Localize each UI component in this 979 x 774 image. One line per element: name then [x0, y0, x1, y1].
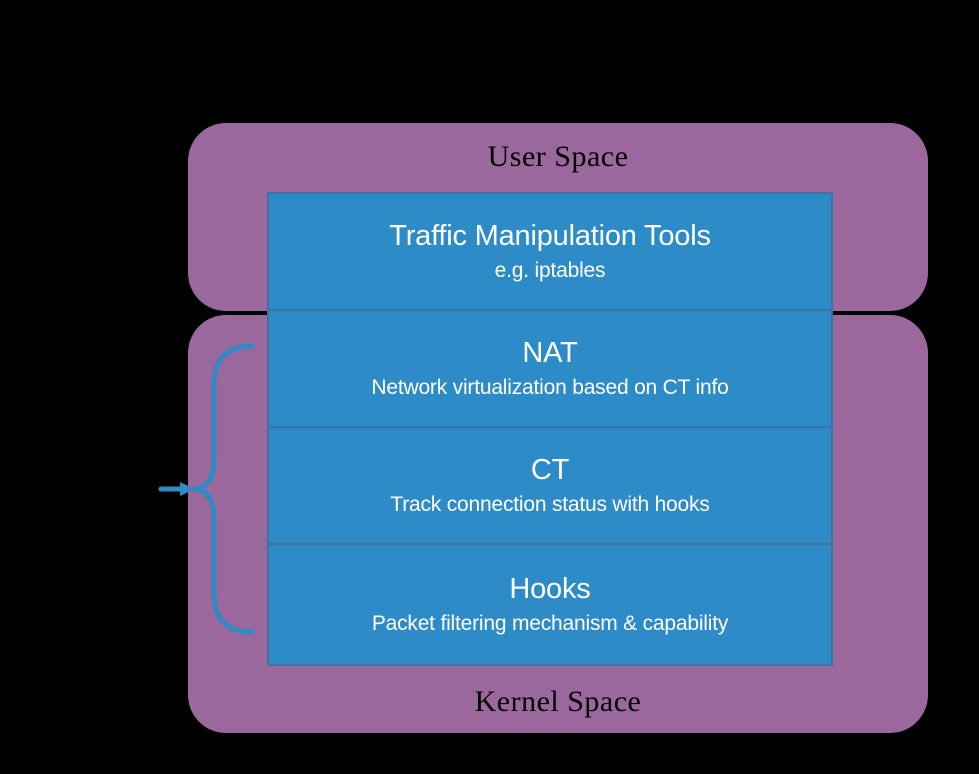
nat-subtitle: Network virtualization based on CT info [371, 376, 729, 399]
nat-title: NAT [522, 337, 578, 369]
kernel-space-label: Kernel Space [474, 685, 642, 718]
left-curly-brace-icon [192, 343, 255, 635]
ct-box: CT Track connection status with hooks [267, 426, 833, 545]
hooks-title: Hooks [509, 573, 591, 605]
hooks-box: Hooks Packet filtering mechanism & capab… [267, 543, 833, 666]
right-arrow-icon [180, 482, 195, 496]
traffic-manipulation-tools-subtitle: e.g. iptables [494, 259, 606, 282]
kernel-components-brace [158, 343, 255, 635]
netfilter-stack: Traffic Manipulation Tools e.g. iptables… [267, 192, 833, 666]
hooks-subtitle: Packet filtering mechanism & capability [371, 612, 729, 635]
ct-subtitle: Track connection status with hooks [390, 493, 710, 516]
traffic-manipulation-tools-box: Traffic Manipulation Tools e.g. iptables [267, 192, 833, 311]
user-space-label: User Space [487, 140, 629, 173]
traffic-manipulation-tools-title: Traffic Manipulation Tools [389, 220, 711, 252]
ct-title: CT [530, 454, 570, 486]
nat-box: NAT Network virtualization based on CT i… [267, 309, 833, 428]
